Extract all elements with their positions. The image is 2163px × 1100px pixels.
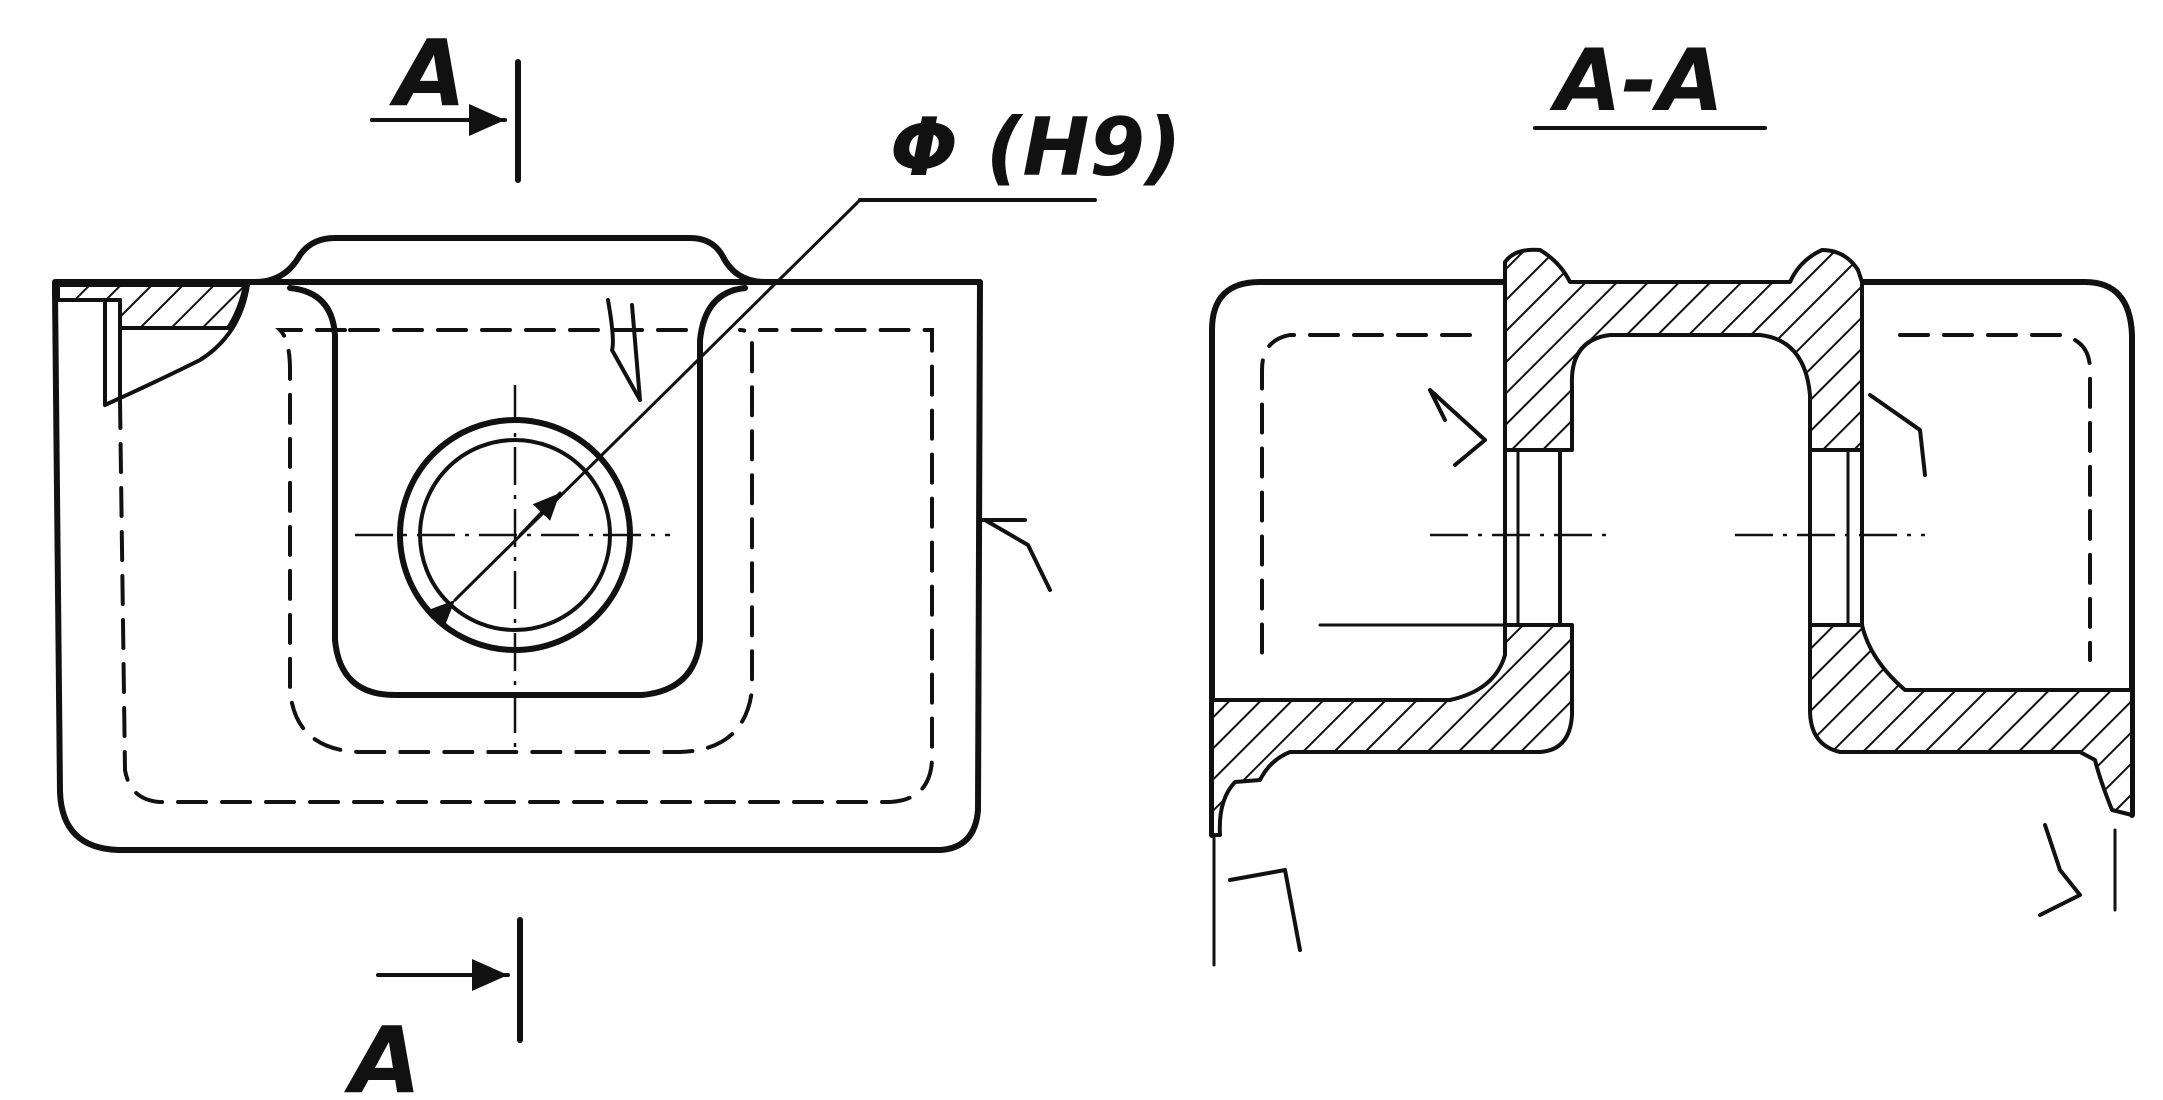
section-letter-bottom: A [344,1007,421,1100]
section-letter-top: A [389,20,466,127]
section-hidden-right [1898,333,2092,662]
section-bore-right [1808,448,1864,627]
plan-body-outline [52,279,983,853]
plan-diameter-leader-2 [518,491,562,537]
section-roughness-bottom-left [1228,868,1302,952]
plan-breakout-hatch [56,283,247,330]
section-bore-left [1503,448,1562,627]
plan-boss-outline [252,235,768,285]
section-title: A-A [1549,31,1724,131]
section-outer-left [1209,279,1508,838]
section-hatch-top-web [1503,247,1864,452]
section-view: A-A [1209,31,2135,967]
section-outer-right [1857,279,2135,818]
section-hidden-left [1260,333,1472,662]
section-hatch-left-lower [1210,623,1574,837]
plan-hidden-inner-left [275,328,754,754]
plan-roughness-mark-1 [606,298,642,402]
section-roughness-right [1868,393,1927,477]
plan-pocket-outline [287,285,748,698]
plan-breakout-line [60,283,250,407]
section-hatch-right-lower [1808,623,2134,817]
plan-view: A A Φ (H9) [52,20,1182,1100]
hole-callout: Φ (H9) [890,101,1182,194]
plan-hidden-outer [118,328,934,804]
section-roughness-left [1428,388,1487,467]
plan-roughness-mark-2 [978,518,1052,592]
section-roughness-bottom-right [2038,823,2082,917]
